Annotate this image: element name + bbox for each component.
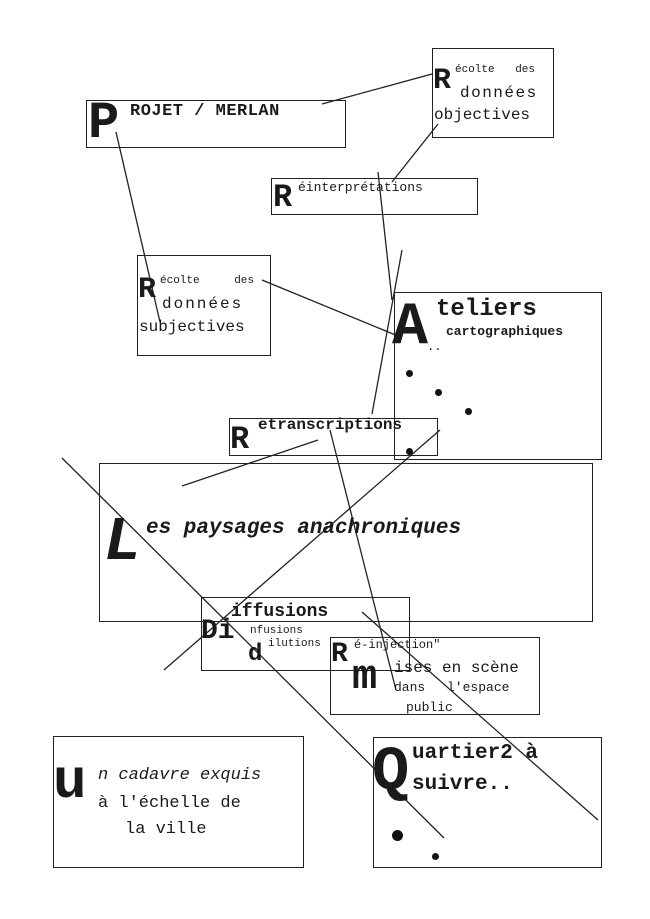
diffusions-initial: Di (201, 616, 235, 647)
quartier-dot-2 (432, 853, 439, 860)
quartier-initial: Q (372, 737, 410, 808)
line-recolte-subj-ateliers (261, 279, 399, 337)
recolte-subjectives-initial: R (138, 273, 157, 307)
cadavre-line2: à l'échelle de (98, 794, 241, 813)
cadavre-line3: la ville (125, 820, 207, 839)
ateliers-line1: teliers (436, 296, 537, 323)
projet-initial: P (88, 94, 120, 153)
projet-title: ROJET / MERLAN (130, 102, 280, 121)
recolte-subjectives-box (137, 255, 271, 356)
reinterpretations-text: éinterprétations (298, 180, 423, 195)
ateliers-box (394, 292, 602, 460)
cadavre-box (53, 736, 304, 868)
mises-line2: dans l'espace (394, 680, 510, 695)
reinterpretations-initial: R (273, 179, 293, 216)
quartier-line1: uartier2 à (412, 742, 539, 765)
ateliers-dot-3 (465, 408, 472, 415)
recolte-subjectives-line1: écolte des (160, 275, 255, 287)
recolte-objectives-line2: données (460, 84, 538, 102)
retranscriptions-initial: R (230, 421, 250, 458)
mises-line3: public (406, 700, 453, 715)
reinjection-initial: R (331, 639, 348, 670)
paysages-box (99, 463, 593, 622)
recolte-objectives-line3: objectives (434, 106, 531, 124)
recolte-subjectives-line3: subjectives (139, 318, 245, 336)
mises-line1: ises en scène (394, 659, 519, 677)
retranscriptions-text: etranscriptions (258, 416, 403, 434)
recolte-objectives-initial: R (433, 64, 452, 98)
paysages-title: es paysages anachroniques (146, 517, 462, 540)
mises-initial: m (352, 653, 378, 701)
reinterpretations-box (271, 178, 478, 215)
mises-box (330, 637, 540, 715)
paysages-initial: L (104, 507, 142, 578)
recolte-objectives-box (432, 48, 554, 138)
ateliers-initial: A (392, 294, 429, 362)
reinjection-text: é-injection" (354, 638, 441, 652)
recolte-objectives-line1: écolte des (455, 64, 536, 76)
ateliers-dot-4 (406, 448, 413, 455)
ateliers-dot-2 (435, 389, 442, 396)
ateliers-dot-1 (406, 370, 413, 377)
diffusions-line1: iffusions (231, 602, 329, 622)
retranscriptions-box (229, 418, 438, 456)
quartier-dot-1 (392, 830, 403, 841)
diffusions-small-initial: d (248, 641, 263, 668)
ateliers-line2: cartographiques (446, 324, 564, 339)
projet-box (86, 100, 346, 148)
diffusions-line3: ilutions (268, 638, 321, 650)
quartier-line2: suivre.. (412, 773, 513, 796)
ateliers-marks: .. (427, 340, 442, 354)
diffusions-line2: nfusions (250, 625, 303, 637)
cadavre-line1: n cadavre exquis (98, 766, 262, 785)
recolte-subjectives-line2: données (162, 295, 244, 313)
diffusions-box (201, 597, 410, 671)
cadavre-initial: u (53, 750, 87, 814)
quartier-box (373, 737, 602, 868)
